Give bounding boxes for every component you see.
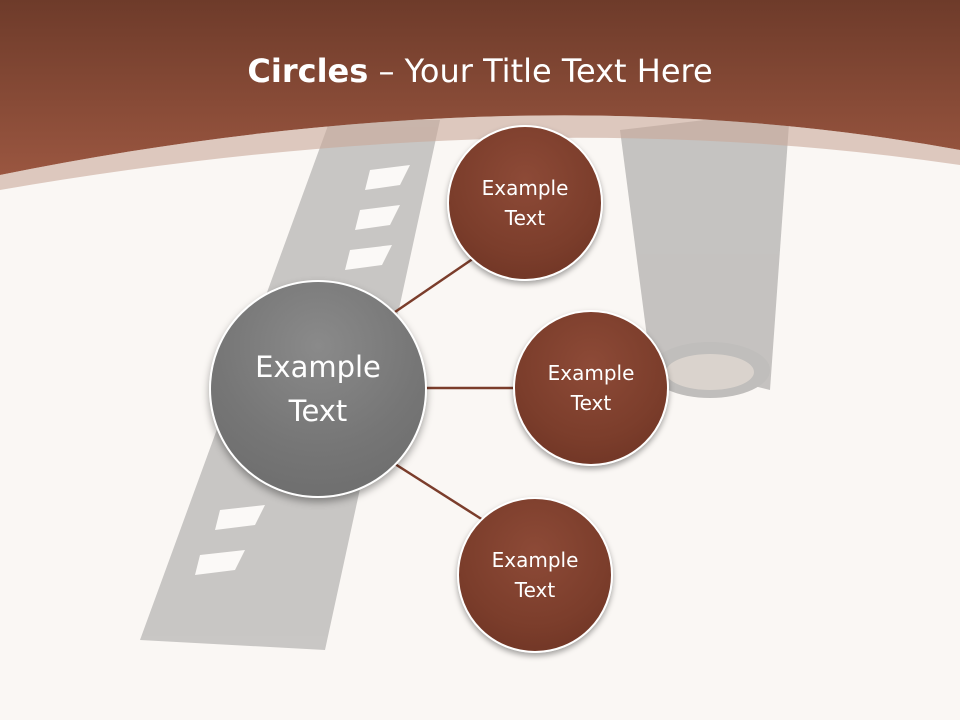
header-band — [0, 0, 960, 175]
title-rest: – Your Title Text Here — [368, 52, 713, 90]
center-circle[interactable]: Example Text — [209, 280, 427, 498]
title-bold: Circles — [247, 52, 369, 90]
header-band-highlight — [0, 115, 960, 190]
node-circle-middle[interactable]: Example Text — [513, 310, 669, 466]
connector-line — [394, 462, 484, 522]
node-circle-label: Example Text — [491, 548, 579, 602]
node-circle-top[interactable]: Example Text — [447, 125, 603, 281]
connector-line — [394, 254, 478, 314]
slide-title: Circles – Your Title Text Here — [0, 52, 960, 90]
node-circle-label: Example Text — [547, 361, 635, 415]
center-circle-label: Example Text — [255, 350, 381, 428]
node-circle-label: Example Text — [481, 176, 569, 230]
node-circle-bottom[interactable]: Example Text — [457, 497, 613, 653]
